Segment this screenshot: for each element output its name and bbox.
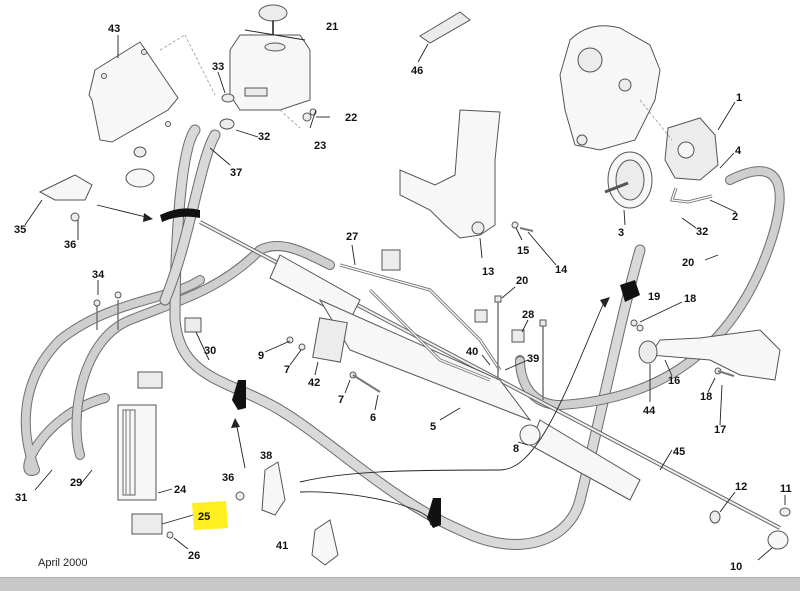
- part-16-bracket: [638, 329, 781, 381]
- callout-29: 29: [70, 477, 82, 489]
- bottom-scroll-bar: [0, 577, 800, 591]
- callout-6: 6: [370, 412, 376, 424]
- parts-diagram: 1 2 3 4 5 6 7 7 8 9 10 11 12 13 14 15 16…: [14, 4, 792, 573]
- callout-32b: 32: [696, 226, 708, 238]
- callout-18b: 18: [700, 391, 712, 403]
- callout-9: 9: [258, 350, 264, 362]
- callout-25: 25: [198, 511, 210, 523]
- callout-31: 31: [15, 492, 27, 504]
- callout-43: 43: [108, 23, 120, 35]
- callout-7a: 7: [284, 364, 290, 376]
- small-fittings: [93, 221, 735, 400]
- callout-18a: 18: [684, 293, 696, 305]
- callout-17: 17: [714, 424, 726, 436]
- callout-46: 46: [411, 65, 423, 77]
- callout-13: 13: [482, 266, 494, 278]
- part-3-pulley: [604, 151, 653, 209]
- callout-41: 41: [276, 540, 288, 552]
- callout-35: 35: [14, 224, 26, 236]
- callout-28: 28: [522, 309, 534, 321]
- callout-11: 11: [780, 483, 792, 495]
- leader-lines: [24, 29, 786, 561]
- callout-2: 2: [732, 211, 738, 223]
- pump-mount-housing: [559, 25, 661, 151]
- callout-21: 21: [326, 21, 338, 33]
- callout-16: 16: [668, 375, 680, 387]
- callout-24: 24: [174, 484, 187, 496]
- part-46-strip: [419, 11, 471, 44]
- callout-36b: 36: [222, 472, 234, 484]
- callout-40: 40: [466, 346, 478, 358]
- callout-25-highlight: [192, 501, 228, 530]
- callout-15: 15: [517, 245, 529, 257]
- callout-44: 44: [643, 405, 656, 417]
- part-21-reservoir: [229, 4, 311, 129]
- callout-20a: 20: [682, 257, 694, 269]
- callout-34: 34: [92, 269, 105, 281]
- callout-23: 23: [314, 140, 326, 152]
- callout-36a: 36: [64, 239, 76, 251]
- callout-3: 3: [618, 227, 624, 239]
- callout-32a: 32: [258, 131, 270, 143]
- hose-clamps-32-33: [219, 93, 317, 130]
- part-24-oil-cooler: [117, 371, 163, 501]
- callout-10: 10: [730, 561, 742, 573]
- callout-7b: 7: [338, 394, 344, 406]
- date-label: April 2000: [38, 557, 88, 569]
- callout-labels: 1 2 3 4 5 6 7 7 8 9 10 11 12 13 14 15 16…: [14, 21, 792, 573]
- part-25-mounting-block: [131, 513, 174, 539]
- callout-38: 38: [260, 450, 272, 462]
- callout-12: 12: [735, 481, 747, 493]
- part-43-bracket: [88, 34, 216, 143]
- callout-42: 42: [308, 377, 320, 389]
- callout-22: 22: [345, 112, 357, 124]
- callout-30: 30: [204, 345, 216, 357]
- steering-rack-assembly: [125, 146, 791, 550]
- clamps-35-38-41: [38, 174, 339, 566]
- callout-37: 37: [230, 167, 242, 179]
- callout-19: 19: [648, 291, 660, 303]
- callout-26: 26: [188, 550, 200, 562]
- callout-1: 1: [736, 92, 742, 104]
- callout-20b: 20: [516, 275, 528, 287]
- part-13-heat-shield: [399, 109, 501, 239]
- callout-5: 5: [430, 421, 436, 433]
- direction-arrows: [96, 204, 610, 526]
- callout-45: 45: [673, 446, 685, 458]
- callout-39: 39: [527, 353, 539, 365]
- callout-33: 33: [212, 61, 224, 73]
- callout-27: 27: [346, 231, 358, 243]
- part-1-pump: [639, 99, 719, 181]
- callout-4: 4: [735, 145, 742, 157]
- callout-14: 14: [555, 264, 568, 276]
- callout-8: 8: [513, 443, 519, 455]
